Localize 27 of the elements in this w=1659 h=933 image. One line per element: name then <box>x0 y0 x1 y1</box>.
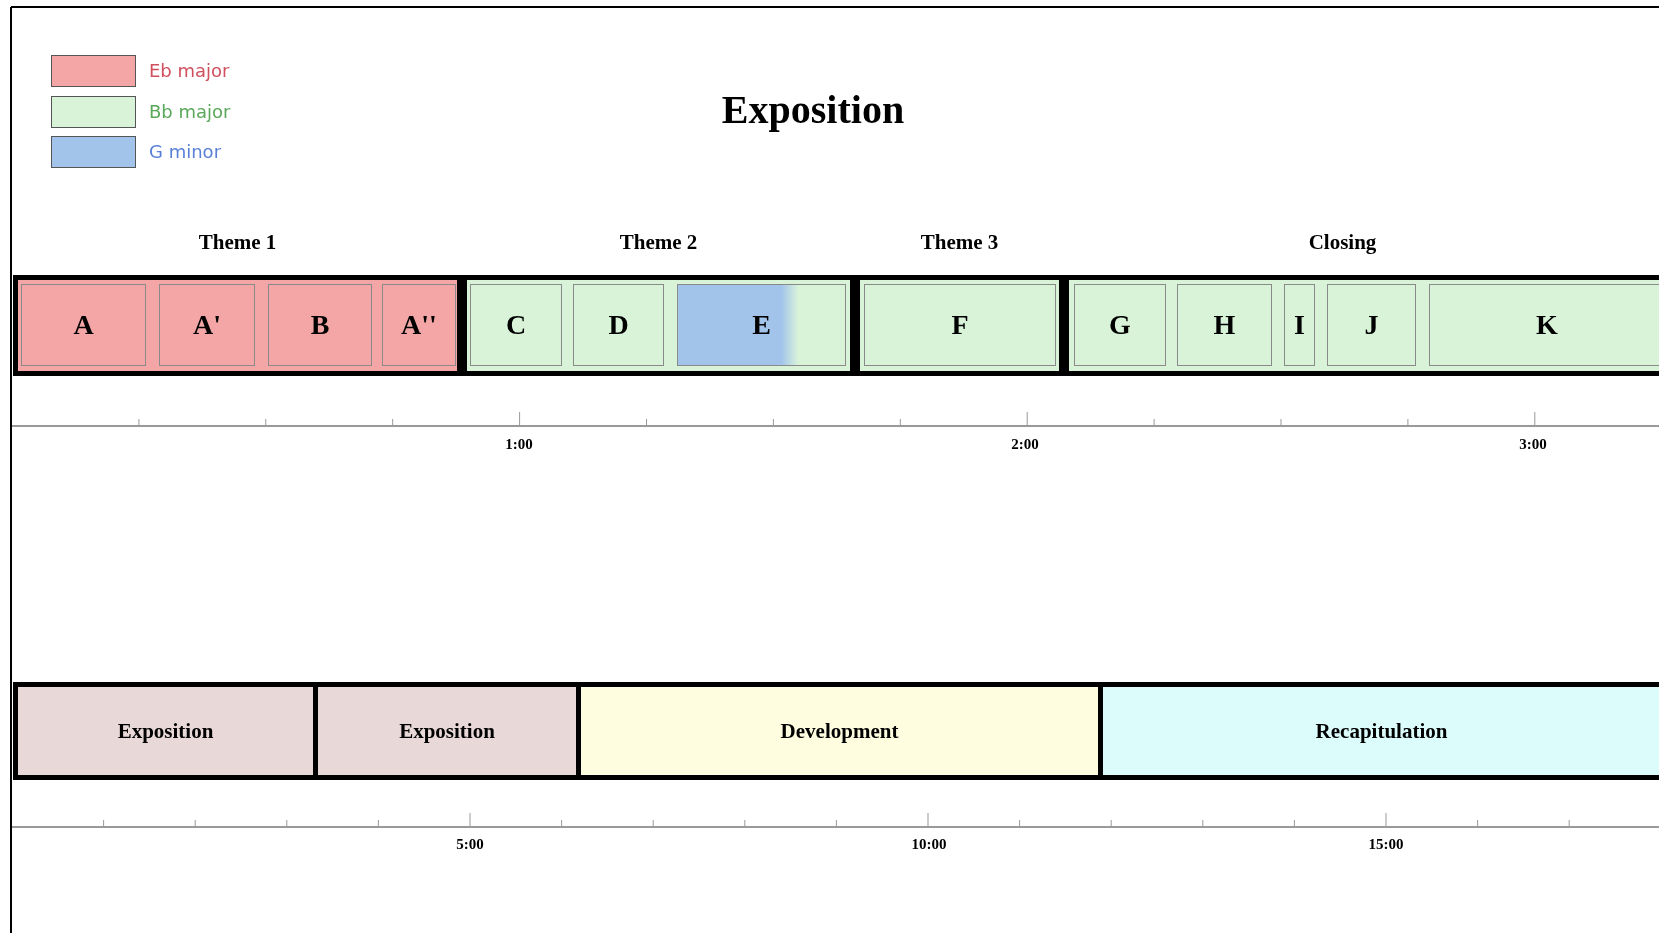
section-box: B <box>268 284 372 366</box>
tick-label: 2:00 <box>1011 436 1039 453</box>
section-box: J <box>1327 284 1416 366</box>
section-box: C <box>470 284 562 366</box>
tick-label: 5:00 <box>456 836 484 853</box>
section-box: F <box>864 284 1056 366</box>
section-box: D <box>573 284 664 366</box>
tick-label: 1:00 <box>505 436 533 453</box>
section-heading: Theme 2 <box>619 230 698 255</box>
legend-label: G minor <box>149 141 222 162</box>
diagram-title: Exposition <box>720 86 906 133</box>
legend-label: Eb major <box>149 60 230 81</box>
section-box: I <box>1284 284 1315 366</box>
section-box: H <box>1177 284 1272 366</box>
section-heading: Theme 3 <box>920 230 999 255</box>
legend-label: Bb major <box>149 100 231 122</box>
section-box: A'' <box>382 284 456 366</box>
tick-label: 3:00 <box>1519 436 1547 453</box>
section-box: E <box>677 284 846 366</box>
section-box: G <box>1074 284 1166 366</box>
tick-label: 10:00 <box>911 836 947 853</box>
section-box: K <box>1429 284 1659 366</box>
section-box: A' <box>159 284 255 366</box>
section-box: A <box>21 284 146 366</box>
tick-label: 15:00 <box>1368 836 1404 853</box>
section-heading: Closing <box>1308 230 1377 255</box>
section-heading: Theme 1 <box>198 230 277 255</box>
